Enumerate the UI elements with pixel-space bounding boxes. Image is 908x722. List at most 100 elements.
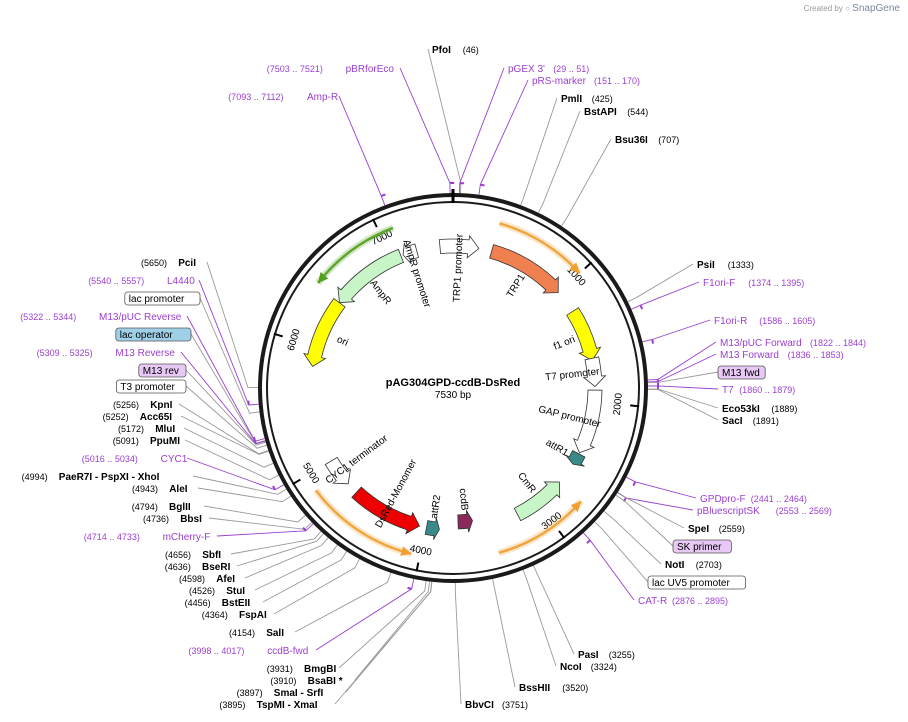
feature-arrow[interactable] <box>566 307 602 362</box>
site-position: (3897) <box>237 688 263 698</box>
site-position: (29 .. 51) <box>553 64 589 74</box>
primer-mark <box>253 439 257 445</box>
leader-line <box>262 551 348 603</box>
site-label[interactable]: M13 Reverse(5309 .. 5325) <box>37 348 176 359</box>
label-box <box>647 575 746 590</box>
primer-mark <box>632 481 637 487</box>
site-label[interactable]: BglII(4794) <box>132 502 191 513</box>
site-label[interactable]: Bsu36I(707) <box>615 135 679 146</box>
leader-line <box>533 565 575 655</box>
site-label[interactable]: lac operator <box>115 327 192 342</box>
site-label[interactable]: pGEX 3'(29 .. 51) <box>508 64 589 75</box>
feature-label: attR2 <box>429 494 443 520</box>
site-label[interactable]: Acc65I(5252) <box>103 412 173 423</box>
site-label[interactable]: AfeI(4598) <box>179 574 235 585</box>
site-name: BbvCI <box>465 700 494 711</box>
feature-arrow[interactable] <box>337 248 405 304</box>
site-position: (3324) <box>591 662 617 672</box>
site-label[interactable]: BssHII(3520) <box>519 683 588 694</box>
site-label[interactable]: SpeI(2559) <box>688 524 745 535</box>
site-label[interactable]: M13 rev <box>138 363 187 378</box>
site-label[interactable]: PasI(3255) <box>578 650 635 661</box>
site-label[interactable]: PpuMI(5091) <box>113 436 180 447</box>
site-label[interactable]: SacI(1891) <box>722 416 779 427</box>
leader-line <box>230 531 322 555</box>
feature-arrow[interactable] <box>572 389 603 454</box>
feature-arrow[interactable] <box>457 510 473 533</box>
site-label[interactable]: PmlI(425) <box>561 94 613 105</box>
site-label[interactable]: PciI(5650) <box>141 258 196 269</box>
site-label[interactable]: CYC1(5016 .. 5034) <box>82 454 188 465</box>
site-label[interactable]: PsiI(1333) <box>697 260 754 271</box>
site-label[interactable]: BbsI(4736) <box>143 514 202 525</box>
site-label[interactable]: AleI(4943) <box>132 484 188 495</box>
site-label[interactable]: mCherry-F(4714 .. 4733) <box>84 532 211 543</box>
feature-arrow[interactable] <box>438 234 480 259</box>
leader-line <box>617 492 694 511</box>
site-label[interactable]: SbfI(4656) <box>165 550 221 561</box>
site-label[interactable]: Eco53kI(1889) <box>722 404 797 415</box>
feature-arrow[interactable] <box>324 456 351 485</box>
site-label[interactable]: M13 Forward(1836 .. 1853) <box>720 350 844 361</box>
site-name: MluI <box>155 424 175 435</box>
site-label[interactable]: SmaI - SrfI(3897) <box>237 688 324 699</box>
feature-arrow[interactable] <box>489 244 559 294</box>
primer-mark <box>380 193 386 197</box>
site-label[interactable]: GPDpro-F(2441 .. 2464) <box>700 494 807 505</box>
site-name: PciI <box>178 258 196 269</box>
feature-arrow[interactable] <box>424 517 440 540</box>
site-label[interactable]: BbvCI(3751) <box>465 700 528 711</box>
site-label[interactable]: NotI(2703) <box>665 560 722 571</box>
site-label[interactable]: KpnI(5256) <box>113 400 173 411</box>
site-label[interactable]: CAT-R(2876 .. 2895) <box>638 596 728 607</box>
site-label[interactable]: TspMI - XmaI(3895) <box>219 700 317 711</box>
site-position: (5540 .. 5557) <box>88 276 144 286</box>
feature-arrow[interactable] <box>513 481 561 522</box>
site-label[interactable]: StuI(4526) <box>189 586 245 597</box>
site-label[interactable]: lac promoter <box>124 291 201 306</box>
site-label[interactable]: pRS-marker(151 .. 170) <box>532 76 640 87</box>
site-label[interactable]: M13/pUC Forward(1822 .. 1844) <box>720 338 866 349</box>
site-position: (4794) <box>132 502 158 512</box>
site-label[interactable]: BmgBI(3931) <box>267 664 337 675</box>
site-label[interactable]: ccdB-fwd(3998 .. 4017) <box>188 646 308 657</box>
site-label[interactable]: PfoI(46) <box>432 45 479 56</box>
site-name: BmgBI <box>304 664 336 675</box>
site-label[interactable]: MluI(5172) <box>118 424 175 435</box>
site-label[interactable]: BseRI(4636) <box>165 562 231 573</box>
site-label[interactable]: lac UV5 promoter <box>647 575 746 590</box>
leader-line <box>208 517 313 530</box>
site-label[interactable]: BstAPI(544) <box>584 107 648 118</box>
feature-arrow[interactable] <box>402 242 419 265</box>
site-position: (2703) <box>696 560 722 570</box>
site-label[interactable]: pBRforEco(7503 .. 7521) <box>267 64 395 75</box>
site-label[interactable]: BsaBI *(3910) <box>270 676 342 687</box>
site-label[interactable]: FspAI(4364) <box>202 610 267 621</box>
leader-line <box>648 388 719 409</box>
site-label[interactable]: SK primer <box>672 539 732 554</box>
leader-line <box>459 67 505 194</box>
site-label[interactable]: PaeR7I - PspXI - XhoI(4994) <box>22 472 160 483</box>
feature-arrow[interactable] <box>351 486 421 535</box>
site-label[interactable]: Amp-R(7093 .. 7112) <box>228 92 338 103</box>
site-position: (5309 .. 5325) <box>37 348 93 358</box>
leader-line <box>338 581 427 669</box>
site-label[interactable]: NcoI(3324) <box>560 662 617 673</box>
site-label[interactable]: T7(1860 .. 1879) <box>722 385 795 396</box>
feature-arrow[interactable] <box>565 450 586 467</box>
site-label[interactable]: SalI(4154) <box>229 628 284 639</box>
leader-line <box>185 369 266 446</box>
site-label[interactable]: M13/pUC Reverse(5322 .. 5344) <box>20 312 181 323</box>
site-label[interactable]: T3 promoter <box>116 379 187 394</box>
site-label[interactable]: F1ori-F(1374 .. 1395) <box>703 278 804 289</box>
site-label[interactable]: L4440(5540 .. 5557) <box>88 276 195 287</box>
site-label[interactable]: pBluescriptSK(2553 .. 2569) <box>697 506 832 517</box>
site-labels[interactable]: PfoI(46) pBRforEco(7503 .. 7521) pGEX 3'(2… <box>20 45 866 711</box>
site-label[interactable]: F1ori-R(1586 .. 1605) <box>714 316 815 327</box>
orf-arrowhead <box>569 262 580 274</box>
feature-arrow[interactable] <box>582 356 607 388</box>
feature-arrow[interactable] <box>303 297 346 368</box>
site-label[interactable]: BstEII(4456) <box>185 598 251 609</box>
site-label[interactable]: M13 fwd <box>717 365 766 380</box>
site-name: T7 <box>722 385 734 396</box>
